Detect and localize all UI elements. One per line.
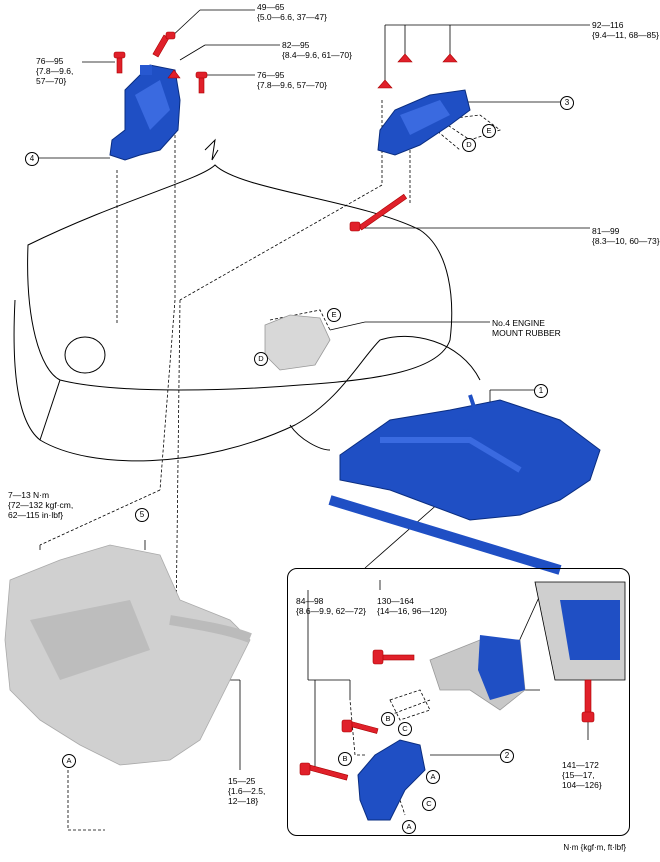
torque-label-7-13: 7—13 N·m {72—132 kgf·cm, 62—115 in·lbf} [8,490,74,520]
diagram-canvas: 49—65 {5.0—6.6, 37—47} 82—95 {8.4—9.6, 6… [4,2,660,852]
engine-mount-rubber-3 [377,89,471,156]
diagram-svg [4,9,626,831]
torque-label-84-98: 84—98 {8.6—9.9, 62—72} [296,596,366,616]
callout-4: 4 [25,152,39,166]
torque-label-82-95: 82—95 {8.4—9.6, 61—70} [282,40,352,60]
callout-3: 3 [560,96,574,110]
ref-c-inset-upper: C [398,722,412,736]
ref-e-upper: E [482,124,496,138]
bolts-red [113,31,595,781]
ref-a-inset-bottom: A [402,820,416,834]
callout-2: 2 [500,749,514,763]
units-note: N·m {kgf·m, ft·lbf} [563,843,626,852]
detail-zoom-box [534,581,626,681]
ref-b-inset-upper: B [381,712,395,726]
ref-d-mount: D [254,352,268,366]
lower-mount-link-2 [357,739,426,821]
ref-b-inset-lower: B [338,752,352,766]
engine-mount-rubber-label: No.4 ENGINE MOUNT RUBBER [492,318,561,338]
engine-mount-bracket-4 [109,64,181,161]
ref-c-inset-lower: C [422,797,436,811]
torque-label-15-25: 15—25 {1.6—2.5, 12—18} [228,776,266,806]
torque-label-81-99: 81—99 {8.3—10, 60—73} [592,226,660,246]
ref-e-mount: E [327,308,341,322]
inset-detail-frame [287,568,630,836]
vehicle-body-outline [13,138,481,462]
front-subframe-1 [328,394,601,575]
callout-1: 1 [534,384,548,398]
torque-rod-gray [429,635,526,711]
torque-label-76-95-left: 76—95 {7.8—9.6, 57—70} [36,56,74,86]
torque-label-141-172: 141—172 {15—17, 104—126} [562,760,602,790]
gray-mount-rubber [264,314,331,371]
inset-dashed-refs [269,114,501,816]
engine-assembly-5 [4,544,252,766]
callout-5: 5 [135,508,149,522]
ref-a-inset-top: A [426,770,440,784]
torque-label-49-65: 49—65 {5.0—6.6, 37—47} [257,2,327,22]
torque-label-130-164: 130—164 {14—16, 96—120} [377,596,447,616]
torque-label-76-95-right: 76—95 {7.8—9.6, 57—70} [257,70,327,90]
ref-a-engine: A [62,754,76,768]
ref-d-upper: D [462,138,476,152]
torque-label-92-116: 92—116 {9.4—11, 68—85} [592,20,659,40]
